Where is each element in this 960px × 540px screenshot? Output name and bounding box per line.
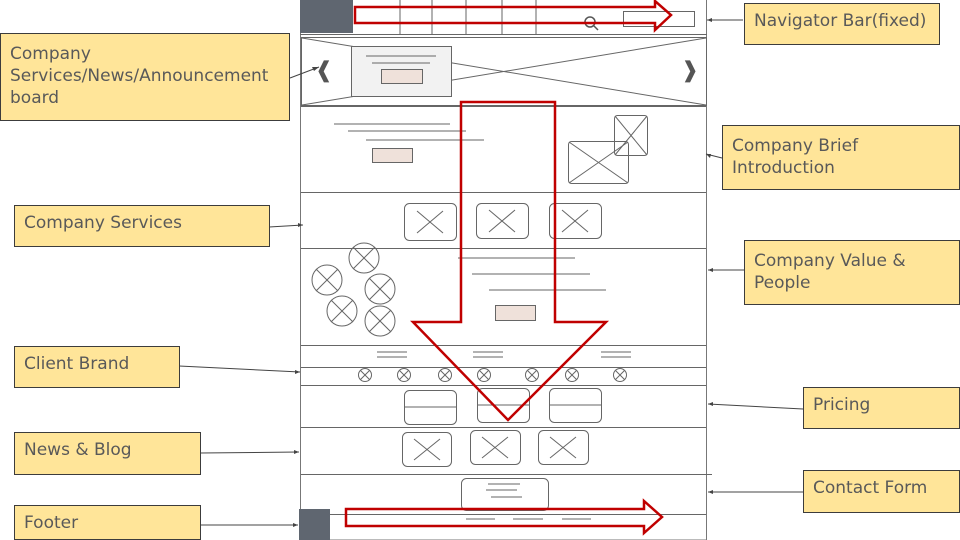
brand-logo-icon — [397, 368, 411, 382]
carousel-slide-button — [381, 69, 423, 84]
intro-image-large — [568, 141, 629, 184]
brand-logo-icon — [358, 368, 372, 382]
client-brand-wireframe — [301, 351, 706, 386]
brief-intro-wireframe — [301, 106, 706, 193]
page-frame — [300, 0, 707, 540]
callout-brief-intro: Company Brief Introduction — [722, 125, 960, 190]
contact-form-wireframe — [301, 478, 706, 515]
brand-logo-icon — [565, 368, 579, 382]
intro-button — [372, 148, 413, 163]
footer-logo-block — [299, 509, 330, 540]
carousel-wireframe: ❰ ❱ — [301, 37, 707, 106]
callout-client-brand: Client Brand — [14, 346, 180, 388]
carousel-prev-icon: ❰ — [315, 58, 333, 83]
service-card — [549, 203, 602, 239]
nav-logo-block — [300, 0, 353, 33]
people-avatar-icon — [311, 264, 343, 296]
news-card — [402, 432, 452, 467]
callout-leader-lines — [178, 19, 804, 526]
people-avatar-icon — [364, 305, 396, 337]
brand-logo-icon — [525, 368, 539, 382]
contact-form-box — [461, 478, 549, 511]
callout-contact-form: Contact Form — [803, 470, 960, 513]
horizontal-flow-arrow-top — [353, 0, 673, 33]
brand-logo-icon — [438, 368, 452, 382]
leader-arrowheads — [293, 18, 713, 527]
callout-value-people: Company Value & People — [744, 240, 960, 305]
carousel-next-icon: ❱ — [681, 58, 699, 83]
people-avatar-icon — [326, 295, 358, 327]
footer-wireframe — [299, 509, 591, 540]
news-card — [470, 430, 521, 465]
pricing-card — [477, 388, 530, 423]
news-blog-wireframe — [301, 430, 712, 475]
news-card — [538, 430, 589, 465]
callout-navigator-bar: Navigator Bar(fixed) — [744, 3, 940, 45]
callout-news-blog: News & Blog — [14, 432, 201, 475]
pricing-card — [549, 388, 602, 423]
vertical-flow-arrow — [410, 100, 610, 422]
services-wireframe — [301, 203, 706, 249]
value-button — [495, 305, 536, 321]
callout-services: Company Services — [14, 205, 270, 247]
people-avatar-icon — [364, 273, 396, 305]
nav-bar-wireframe — [300, 0, 707, 35]
value-people-wireframe — [301, 242, 706, 346]
people-avatar-icon — [348, 242, 380, 274]
pricing-card — [404, 390, 457, 425]
service-card — [476, 203, 529, 239]
intro-image-small — [614, 115, 648, 156]
service-card — [404, 203, 457, 241]
horizontal-flow-arrow-bottom — [344, 498, 664, 536]
pricing-wireframe — [301, 388, 706, 428]
brand-logo-icon — [477, 368, 491, 382]
callout-footer: Footer — [14, 505, 201, 540]
callout-pricing: Pricing — [803, 387, 960, 429]
callout-services-news-board: Company Services/News/Announcement board — [0, 33, 290, 121]
brand-logo-icon — [613, 368, 627, 382]
